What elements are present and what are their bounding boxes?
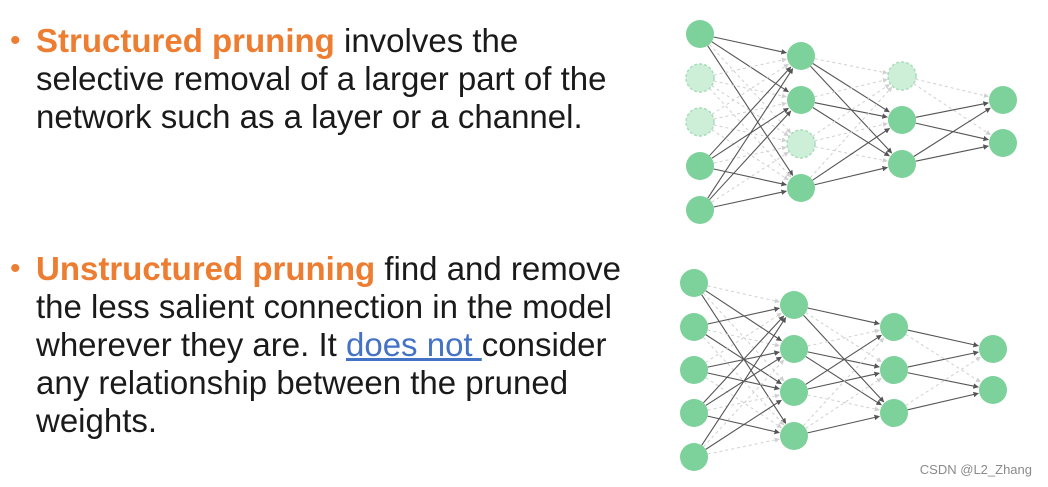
watermark: CSDN @L2_Zhang xyxy=(919,462,1032,477)
connection-edge xyxy=(812,127,891,181)
neuron-node xyxy=(888,150,916,178)
neuron-node xyxy=(680,269,708,297)
pruned-connection-edge xyxy=(915,78,989,98)
connection-edge xyxy=(707,306,780,325)
pruned-neuron-node xyxy=(685,107,715,137)
neuron-node xyxy=(989,129,1017,157)
unstructured-pruning-term: Unstructured pruning xyxy=(36,250,376,287)
pruned-connection-edge xyxy=(810,86,893,178)
structured-pruning-text: Structured pruning involves the selectiv… xyxy=(36,22,650,136)
neuron-node xyxy=(880,356,908,384)
connection-edge xyxy=(807,414,880,434)
neuron-node xyxy=(780,378,808,406)
pruned-connection-edge xyxy=(905,356,981,406)
pruned-connection-edge xyxy=(703,336,785,426)
connection-edge xyxy=(705,399,782,450)
neuron-node xyxy=(680,313,708,341)
pruned-connection-edge xyxy=(913,83,991,136)
neuron-node xyxy=(680,356,708,384)
pruned-connection-edge xyxy=(713,80,787,99)
connection-edge xyxy=(707,68,794,199)
neuron-node xyxy=(780,422,808,450)
connection-edge xyxy=(805,334,882,385)
neuron-node xyxy=(686,152,714,180)
pruned-connection-edge xyxy=(905,334,981,383)
pruned-connection-edge xyxy=(703,359,785,448)
pruned-connection-edge xyxy=(805,312,882,363)
unstructured-pruning-description-start: find and remove the less salient connect… xyxy=(36,250,621,363)
pruned-connection-edge xyxy=(713,57,787,76)
bullet-dot: • xyxy=(10,252,21,285)
connection-edge xyxy=(915,122,989,142)
connection-edge xyxy=(915,101,989,118)
neuron-node xyxy=(787,42,815,70)
pruned-connection-edge xyxy=(707,393,780,411)
neuron-node xyxy=(880,399,908,427)
neuron-node xyxy=(780,335,808,363)
pruned-connection-edge xyxy=(805,377,882,429)
connection-edge xyxy=(701,317,787,446)
connection-edge xyxy=(915,144,989,162)
connection-edge xyxy=(807,371,880,390)
connection-edge xyxy=(907,391,979,411)
connection-edge xyxy=(713,36,787,55)
unstructured-pruning-bullet: • Unstructured pruning find and remove t… xyxy=(10,250,650,440)
neuron-node xyxy=(880,313,908,341)
neuron-node xyxy=(680,399,708,427)
connection-edge xyxy=(709,66,792,157)
structured-pruning-bullet: • Structured pruning involves the select… xyxy=(10,22,650,136)
pruned-connection-edge xyxy=(707,437,780,455)
pruned-neuron-node xyxy=(786,129,816,159)
pruned-connection-edge xyxy=(703,292,785,382)
unstructured-pruning-network-diagram xyxy=(680,269,1007,471)
neuron-node xyxy=(787,86,815,114)
connection-edge xyxy=(807,307,880,326)
connection-edge xyxy=(907,350,979,368)
neuron-node xyxy=(686,196,714,224)
connection-edge xyxy=(713,189,787,208)
connection-edge xyxy=(907,329,979,348)
pruned-neuron-node xyxy=(685,63,715,93)
neuron-node xyxy=(979,335,1007,363)
neuron-node xyxy=(787,174,815,202)
connection-edge xyxy=(814,165,888,186)
bullet-dot: • xyxy=(10,24,21,57)
connection-edge xyxy=(913,107,991,157)
pruned-connection-edge xyxy=(803,337,885,427)
structured-pruning-network-diagram xyxy=(685,20,1017,224)
pruned-neuron-node xyxy=(887,61,917,91)
neuron-node xyxy=(989,86,1017,114)
neuron-node xyxy=(888,106,916,134)
neuron-node xyxy=(686,20,714,48)
connection-edge xyxy=(907,372,979,389)
connection-edge xyxy=(703,315,785,404)
pruned-connection-edge xyxy=(814,58,888,75)
neuron-node xyxy=(780,291,808,319)
neuron-node xyxy=(979,376,1007,404)
structured-pruning-term: Structured pruning xyxy=(36,22,335,59)
unstructured-pruning-description-end: consider any relationship between the pr… xyxy=(36,326,607,439)
pruned-connection-edge xyxy=(807,394,880,412)
connection-edge xyxy=(709,110,792,201)
connection-edge xyxy=(803,314,885,403)
pruned-connection-edge xyxy=(707,329,780,348)
unstructured-pruning-text: Unstructured pruning find and remove the… xyxy=(36,250,650,440)
pruned-connection-edge xyxy=(814,78,888,98)
pruned-connection-edge xyxy=(707,285,780,304)
pruned-connection-edge xyxy=(807,328,880,347)
neuron-node xyxy=(680,443,708,471)
does-not-link[interactable]: does not xyxy=(345,326,482,363)
structured-pruning-description: involves the selective removal of a larg… xyxy=(36,22,607,135)
connection-edge xyxy=(814,102,888,119)
